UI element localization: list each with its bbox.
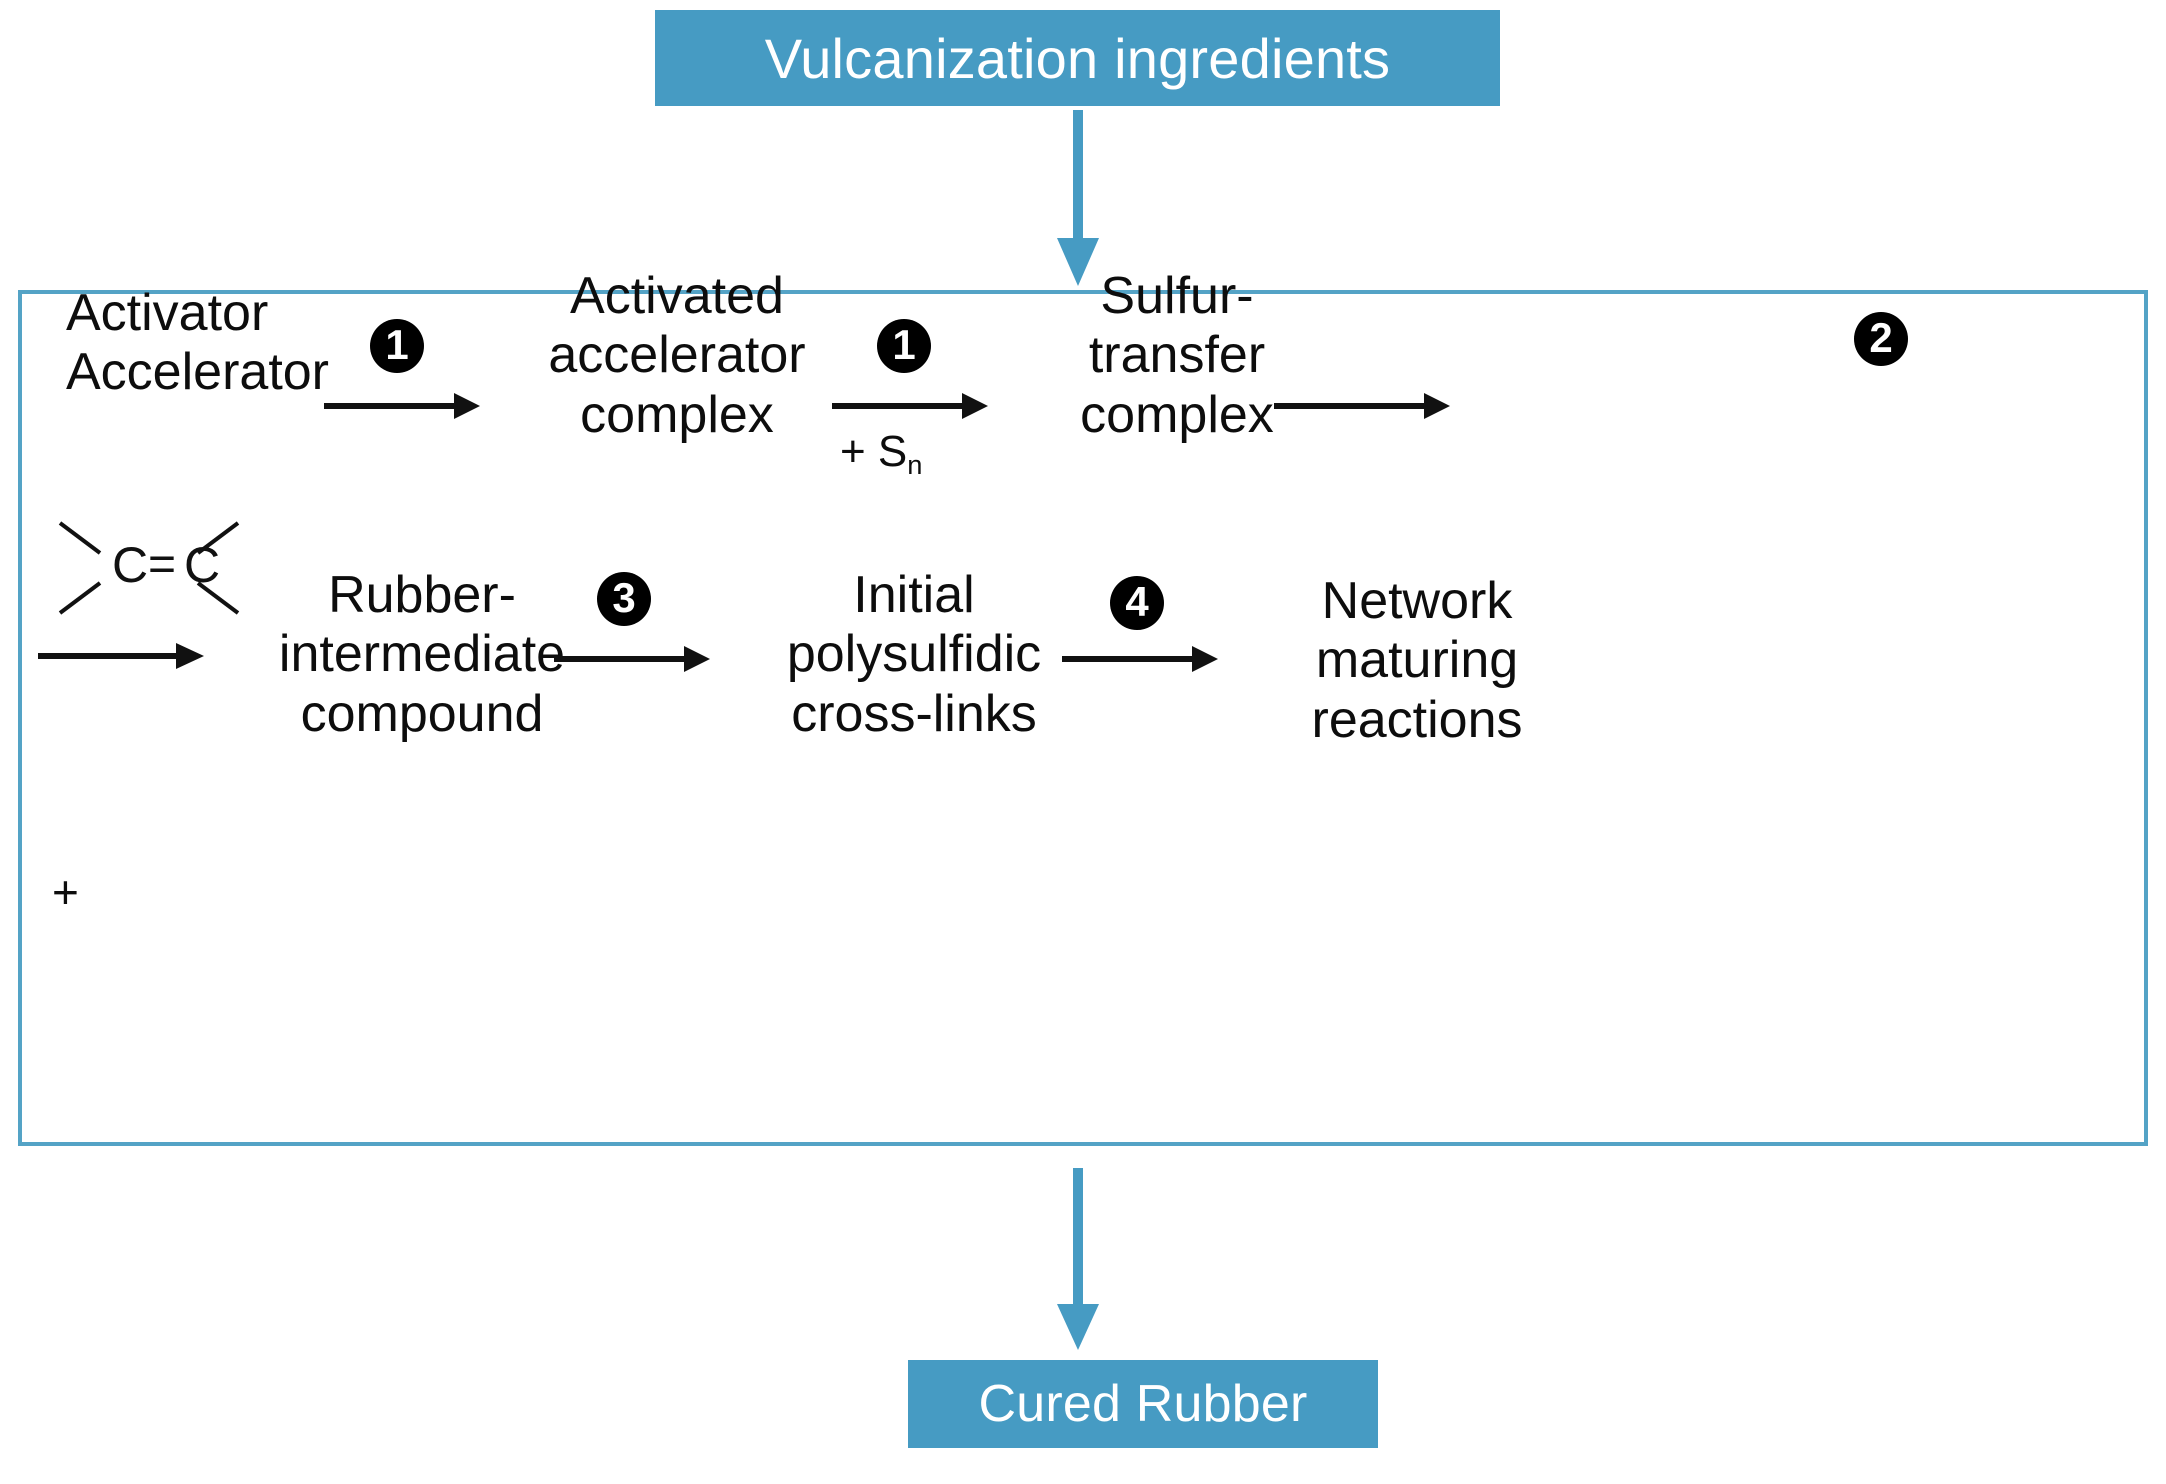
svg-text:C: C bbox=[112, 537, 148, 593]
svg-text:C: C bbox=[184, 537, 220, 593]
species-initial-polysulfidic-cross-links: Initial polysulfidic cross-links bbox=[786, 566, 1042, 743]
step-badge-1b: 1 bbox=[877, 319, 931, 373]
step-badge-4: 4 bbox=[1110, 576, 1164, 630]
vulcanization-ingredients-label: Vulcanization ingredients bbox=[764, 26, 1391, 90]
connector-arrow-down-bottom bbox=[1057, 1168, 1099, 1350]
step-badge-3: 3 bbox=[597, 572, 651, 626]
alkene-skeleton-icon: C = C bbox=[58, 521, 240, 615]
connector-arrow-down-top bbox=[1057, 110, 1099, 286]
cured-rubber-box: Cured Rubber bbox=[908, 1360, 1378, 1448]
alkene-double-bond-structure: C = C bbox=[44, 509, 254, 634]
step-badge-1a: 1 bbox=[370, 319, 424, 373]
reaction-arrow-4 bbox=[1062, 646, 1218, 672]
vulcanization-ingredients-box: Vulcanization ingredients bbox=[655, 10, 1500, 106]
species-activator-accelerator: Activator Accelerator bbox=[66, 284, 329, 402]
reaction-arrow-2 bbox=[1274, 393, 1450, 419]
reaction-arrow-1a bbox=[324, 393, 480, 419]
reaction-arrow-to-intermediate bbox=[38, 643, 204, 669]
reaction-arrow-1b bbox=[832, 393, 988, 419]
plus-sign-reactant: + bbox=[52, 866, 79, 918]
step-badge-2: 2 bbox=[1854, 312, 1908, 366]
svg-text:=: = bbox=[148, 538, 176, 591]
reaction-arrow-3 bbox=[554, 646, 710, 672]
reaction-arrow-1b-sublabel: + Sn bbox=[840, 427, 923, 480]
reaction-scheme-frame: Activator Accelerator 1 Activated accele… bbox=[18, 267, 2148, 1146]
species-sulfur-transfer-complex: Sulfur- transfer complex bbox=[1080, 267, 1274, 444]
cured-rubber-label: Cured Rubber bbox=[978, 1375, 1308, 1433]
species-network-maturing-reactions: Network maturing reactions bbox=[1311, 572, 1523, 749]
species-activated-accelerator-complex: Activated accelerator complex bbox=[548, 267, 806, 444]
species-rubber-intermediate-compound: Rubber- intermediate compound bbox=[278, 566, 566, 743]
